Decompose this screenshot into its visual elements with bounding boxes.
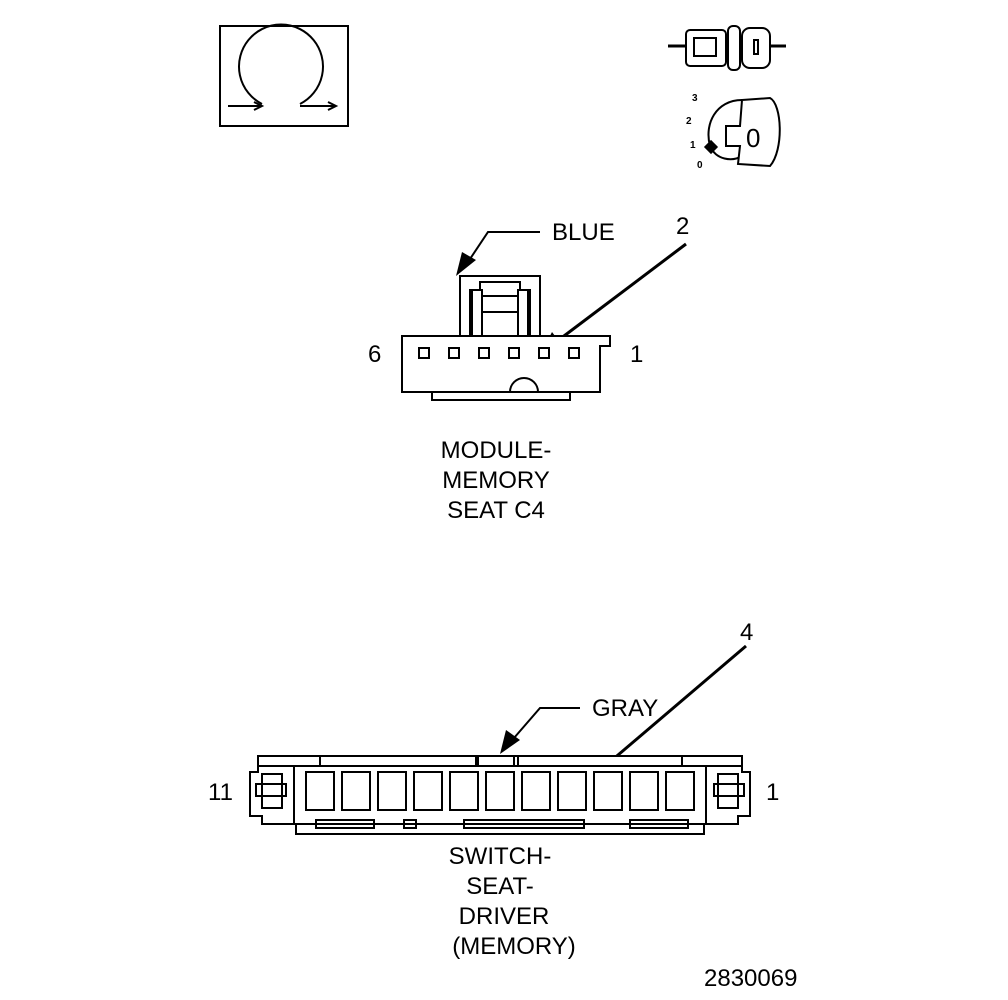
figure-number: 2830069 [704,965,797,992]
module-name-line-3: SEAT C4 [447,497,545,524]
module-name-line-1: MODULE- [441,437,552,464]
rotation-symbol-icon [219,23,349,127]
module-pin-left-label: 6 [368,341,381,368]
gray-arrow-icon [500,730,520,754]
switch-name-line-2: SEAT- [466,873,534,900]
connector-plug-icon [668,25,786,71]
key-position-2: 2 [686,116,692,127]
key-position-1: 1 [690,140,696,151]
switch-pin-callout: 4 [740,619,753,646]
switch-pin-left-label: 11 [208,779,233,806]
switch-name-line-3: DRIVER [459,903,550,930]
gray-color-label: GRAY [592,695,658,722]
module-memory-seat-c4-connector: BLUE 2 6 1 MODULE- MEMORY SEAT C4 [368,213,689,524]
key-face-label: 0 [746,123,760,153]
ignition-key-icon: 3 2 1 0 0 [686,93,781,171]
module-pin-right-label: 1 [630,341,643,368]
switch-pin-right-label: 1 [766,779,779,806]
blue-arrow-icon [456,252,476,276]
switch-name-line-1: SWITCH- [449,843,552,870]
module-pin-callout: 2 [676,213,689,240]
switch-seat-driver-connector: 4 GRAY [208,619,779,960]
blue-color-label: BLUE [552,219,615,246]
module-name-line-2: MEMORY [442,467,550,494]
key-position-0: 0 [697,160,703,171]
key-position-3: 3 [692,93,698,104]
switch-name-line-4: (MEMORY) [452,933,576,960]
